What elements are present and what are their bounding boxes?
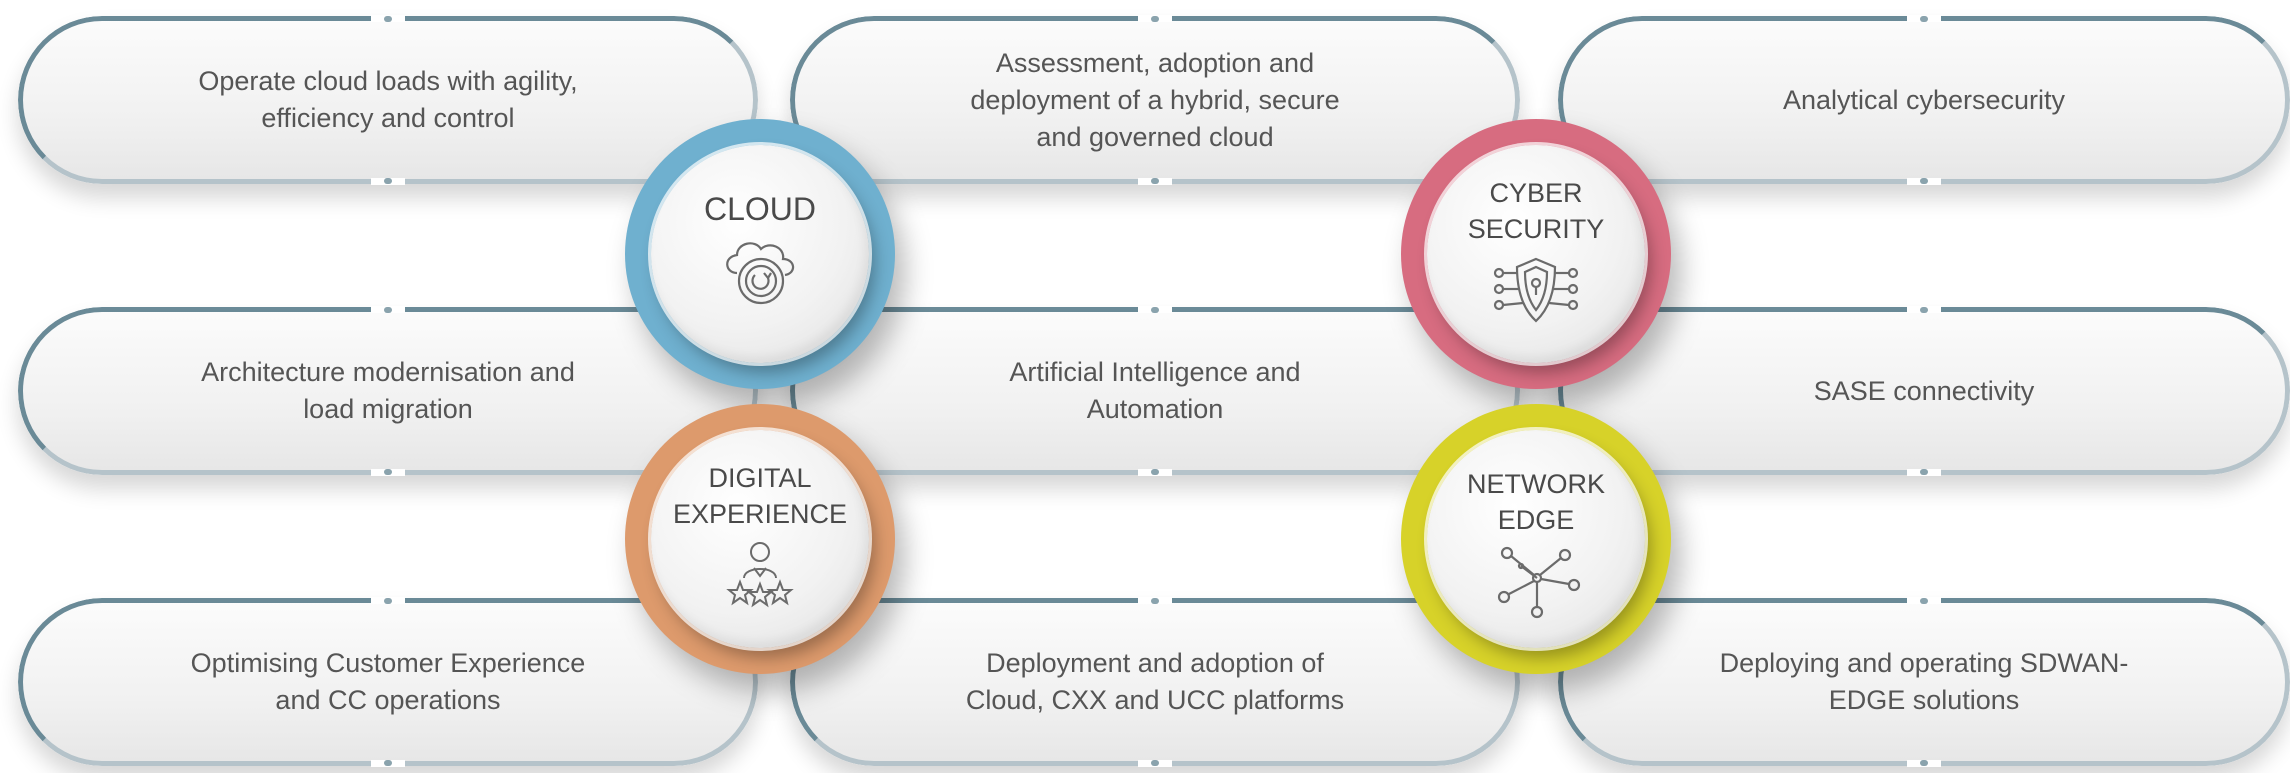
pill-cloud-cxx-ucc-platforms: Deployment and adoption of Cloud, CXX an… [790, 597, 1520, 767]
pill-text: Deploying and operating SDWAN- EDGE solu… [1719, 648, 2129, 715]
pill-text: Analytical cybersecurity [1782, 84, 2066, 115]
circle-cloud: CLOUD [625, 119, 895, 389]
circle-cyber-label: CYBER SECURITY [1467, 178, 1605, 244]
pill-text: Artificial Intelligence and Automation [1009, 357, 1301, 424]
pill-text: Assessment, adoption and deployment of a… [970, 47, 1340, 152]
pill-sdwan-edge: Deploying and operating SDWAN- EDGE solu… [1558, 597, 2290, 767]
pill-text: Operate cloud loads with agility, effici… [198, 66, 578, 133]
circle-digital-experience: DIGITAL EXPERIENCE [625, 404, 895, 674]
pill-analytical-cybersecurity: Analytical cybersecurity [1558, 15, 2290, 185]
pill-text: Architecture modernisation and load migr… [201, 357, 575, 424]
pill-text: Optimising Customer Experience and CC op… [190, 648, 586, 715]
pill-ai-automation: Artificial Intelligence and Automation [790, 306, 1520, 476]
pill-hybrid-cloud-adoption: Assessment, adoption and deployment of a… [790, 15, 1520, 185]
circle-digital-label: DIGITAL EXPERIENCE [672, 463, 848, 529]
person-stars-icon [720, 538, 800, 623]
network-hub-icon [1491, 544, 1581, 625]
pill-text: SASE connectivity [1813, 375, 2035, 406]
pill-text: Deployment and adoption of Cloud, CXX an… [965, 648, 1345, 715]
circle-cyber-inner: CYBER SECURITY [1427, 145, 1645, 363]
circle-cloud-label: CLOUD [703, 191, 816, 227]
circle-network-inner: NETWORK EDGE [1427, 430, 1645, 648]
pill-sase-connectivity: SASE connectivity [1558, 306, 2290, 476]
pill-architecture-modernisation: Architecture modernisation and load migr… [18, 306, 758, 476]
pill-customer-experience: Optimising Customer Experience and CC op… [18, 597, 758, 767]
circle-digital-inner: DIGITAL EXPERIENCE [651, 430, 869, 648]
pill-operate-cloud-loads: Operate cloud loads with agility, effici… [18, 15, 758, 185]
circle-cloud-inner: CLOUD [651, 145, 869, 363]
cloud-refresh-icon [715, 233, 805, 318]
circle-cyber-security: CYBER SECURITY [1401, 119, 1671, 389]
circle-network-label: NETWORK EDGE [1467, 469, 1605, 535]
shield-lock-icon [1491, 253, 1581, 334]
circle-network-edge: NETWORK EDGE [1401, 404, 1671, 674]
